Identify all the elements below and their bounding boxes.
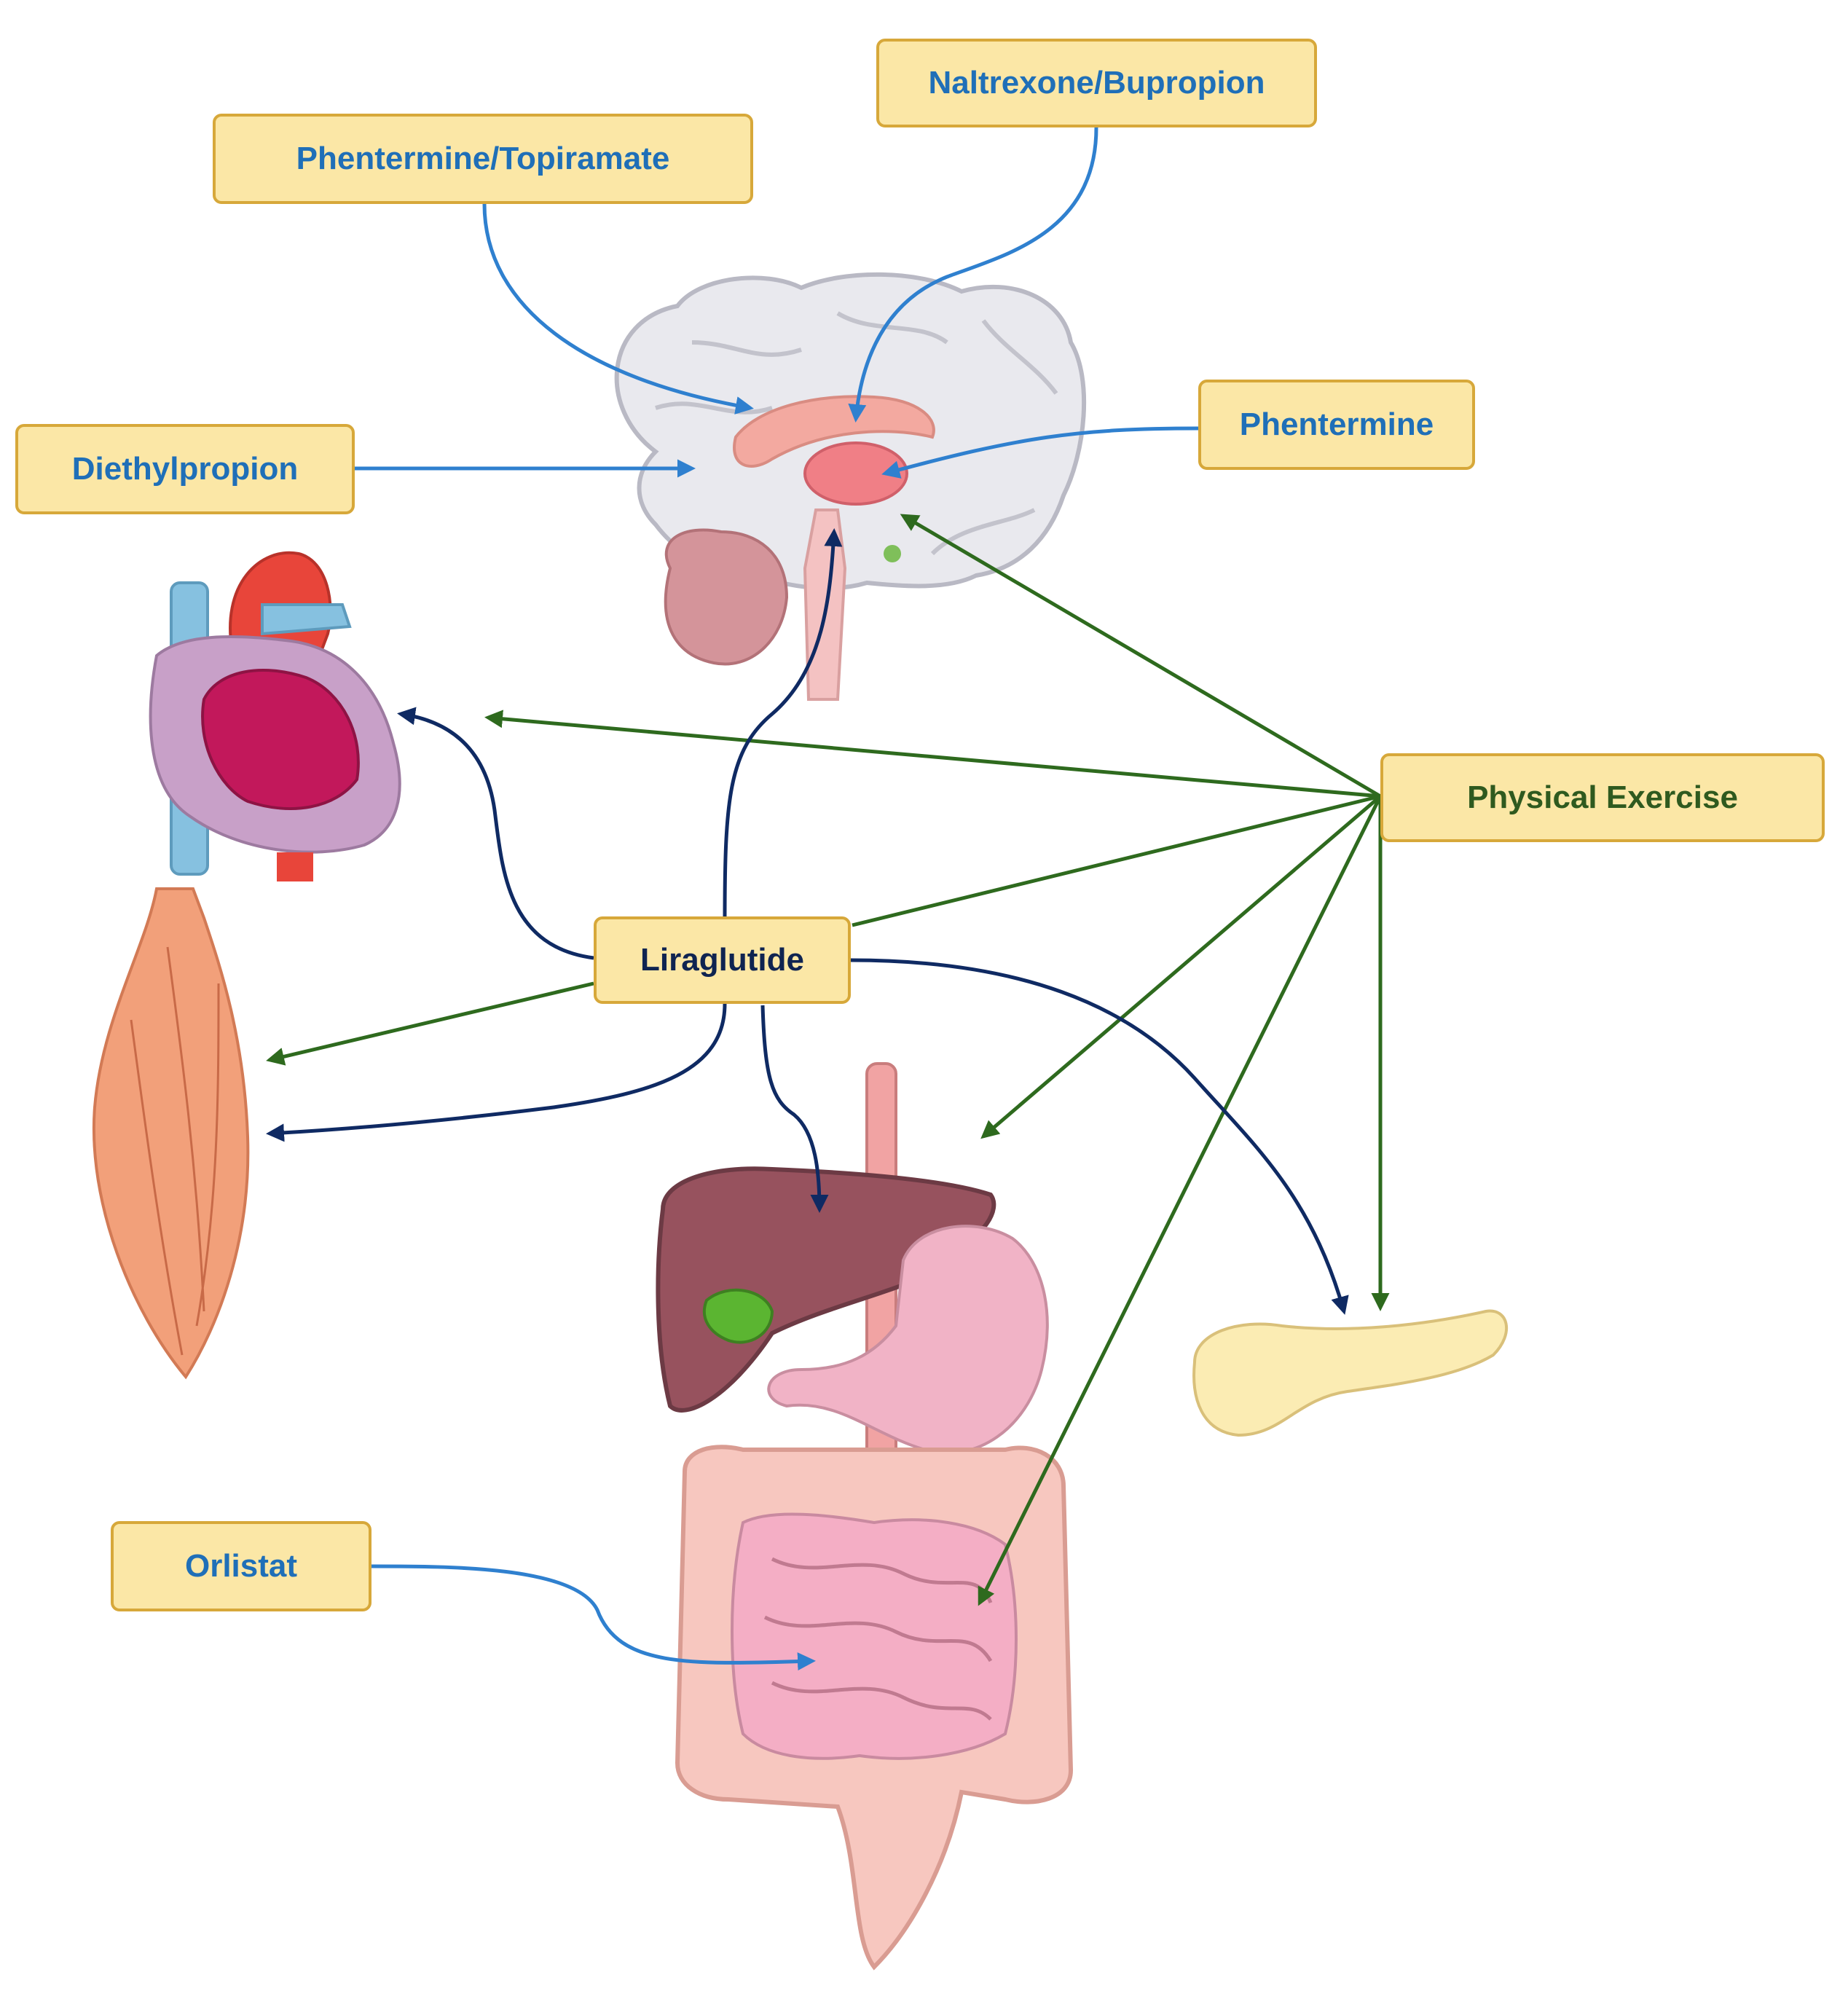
naltrexone-bupropion-box: Naltrexone/Bupropion	[876, 39, 1317, 127]
orlistat-label: Orlistat	[184, 1548, 298, 1584]
brain-icon	[614, 272, 1087, 701]
physical-exercise-box: Physical Exercise	[1380, 753, 1825, 842]
arrow-liraglutide-muscle	[266, 1003, 727, 1142]
heart-icon	[149, 551, 401, 881]
arrow-exercise-intestine	[978, 795, 1383, 1606]
arrow-exercise-brain	[900, 514, 1382, 798]
arrow-naltrexone-bupropion	[848, 127, 1098, 423]
arrow-liraglutide-brain	[723, 528, 843, 922]
liraglutide-arrows	[266, 528, 1349, 1315]
orlistat-box: Orlistat	[111, 1521, 371, 1611]
drug-arrows	[355, 127, 1199, 1671]
phentermine-topiramate-label: Phentermine/Topiramate	[296, 141, 670, 176]
liraglutide-box: Liraglutide	[594, 916, 851, 1004]
arrow-orlistat	[371, 1564, 816, 1671]
phentermine-label: Phentermine	[1239, 407, 1434, 442]
diethylpropion-box: Diethylpropion	[15, 424, 355, 514]
muscle-icon	[93, 887, 250, 1380]
arrow-liraglutide-heart	[397, 707, 594, 960]
arrow-exercise-heart	[484, 710, 1381, 798]
arrow-liraglutide-pancreas	[850, 958, 1349, 1315]
physical-exercise-label: Physical Exercise	[1467, 779, 1738, 815]
exercise-arrows	[266, 514, 1390, 1606]
liraglutide-label: Liraglutide	[640, 942, 804, 978]
pancreas-icon	[1192, 1309, 1508, 1437]
arrow-exercise-liraglutide	[852, 794, 1381, 927]
phentermine-topiramate-box: Phentermine/Topiramate	[213, 114, 753, 204]
arrow-phentermine-topiramate	[482, 203, 754, 415]
arrow-phentermine	[881, 426, 1199, 479]
arrow-exercise-liver	[980, 795, 1382, 1139]
digestive-system-icon	[656, 1062, 1074, 1971]
arrow-exercise-muscle	[266, 981, 594, 1066]
diethylpropion-label: Diethylpropion	[71, 451, 299, 487]
naltrexone-bupropion-label: Naltrexone/Bupropion	[928, 65, 1265, 101]
arrow-liraglutide-liver	[760, 1005, 829, 1213]
phentermine-box: Phentermine	[1198, 380, 1475, 470]
